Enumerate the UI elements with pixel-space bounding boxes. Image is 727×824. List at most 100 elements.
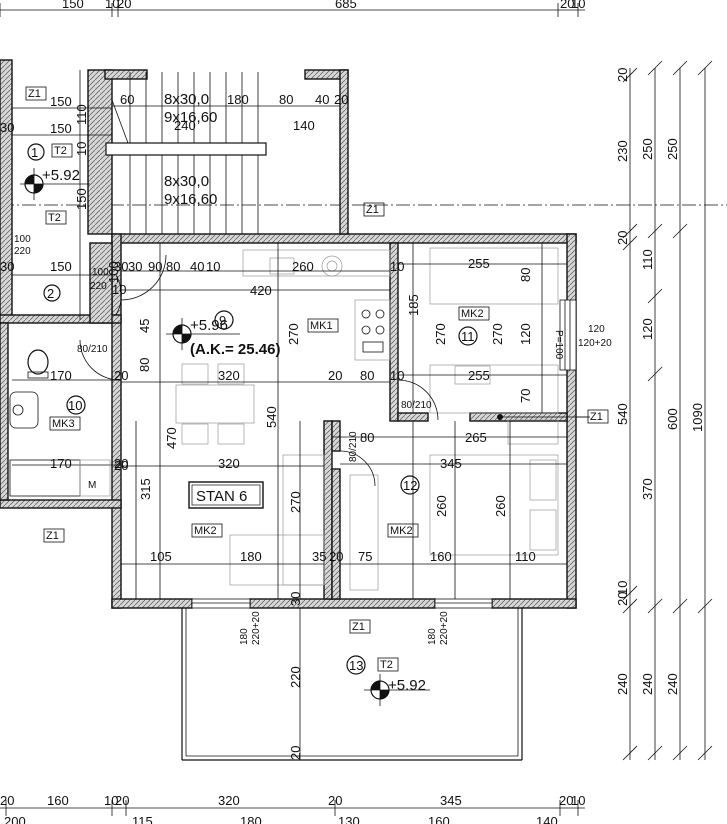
right-dimension-lines: 20 230 20 110 120 540 370 20 10 240 250 … bbox=[615, 60, 713, 761]
left-dim-20f: 20 bbox=[114, 456, 128, 471]
left-dim-30d: 30 bbox=[0, 259, 14, 274]
dim-75: 75 bbox=[358, 549, 372, 564]
dim-270c: 270 bbox=[286, 323, 301, 345]
left-dim-150d: 150 bbox=[50, 259, 72, 274]
dim-10c: 10 bbox=[390, 368, 404, 383]
stair-dim-40: 40 bbox=[315, 92, 329, 107]
dim-35: 35 bbox=[312, 549, 326, 564]
level-terrace: +5.92 bbox=[388, 677, 426, 694]
tag-t2-c: T2 bbox=[380, 659, 393, 671]
right-dim-540: 540 bbox=[615, 403, 630, 425]
stair-lower-a: 8x30,0 bbox=[164, 173, 209, 190]
dim-160: 160 bbox=[430, 549, 452, 564]
material-tags: Z1 T2 T2 Z1 MK1 MK2 Z1 MK3 MK2 MK2 Z1 Z1… bbox=[25, 86, 609, 672]
window-220b: 220+20 bbox=[439, 611, 450, 645]
room-number-2: 2 bbox=[47, 286, 54, 301]
dim-70: 70 bbox=[518, 389, 533, 403]
left-dim-150c: 150 bbox=[74, 188, 89, 210]
bot-dim2-140: 140 bbox=[536, 814, 558, 824]
door-80-210-b: 80/210 bbox=[401, 400, 432, 411]
dim-30b: 30 bbox=[288, 592, 303, 606]
right-dim-110: 110 bbox=[640, 249, 655, 270]
walls bbox=[0, 59, 577, 609]
right-dim-230: 230 bbox=[615, 140, 630, 162]
top-dim-10b: 10 bbox=[571, 0, 585, 11]
dim-20a: 20 bbox=[328, 368, 342, 383]
dim-345: 345 bbox=[440, 456, 462, 471]
bot-dim2-180: 180 bbox=[240, 814, 262, 824]
right-dim-250b: 250 bbox=[665, 138, 680, 160]
left-dim-20e: 20 bbox=[114, 368, 128, 383]
right-dim-20a: 20 bbox=[615, 68, 630, 82]
tag-mk1: MK1 bbox=[310, 320, 333, 332]
level-marker-icon bbox=[364, 674, 430, 706]
dim-315: 315 bbox=[138, 478, 153, 500]
bot-dim-10b: 10 bbox=[571, 793, 585, 808]
tag-z1-c: Z1 bbox=[590, 411, 603, 423]
bot-dim-10: 10 bbox=[104, 793, 118, 808]
dim-260: 260 bbox=[292, 259, 314, 274]
window-180a: 180 bbox=[239, 628, 250, 645]
top-dim-150: 150 bbox=[62, 0, 84, 11]
level-marker-icon bbox=[166, 318, 240, 350]
door-80-210-c: 80/210 bbox=[348, 431, 359, 462]
bot-dim-345: 345 bbox=[440, 793, 462, 808]
left-dim-110: 110 bbox=[74, 104, 89, 125]
front-windows: 180 220+20 180 220+20 120 120+20 P=100 bbox=[191, 324, 612, 645]
dim-80c: 80 bbox=[360, 368, 374, 383]
right-dim-120: 120 bbox=[640, 318, 655, 340]
room-number-13: 13 bbox=[349, 658, 363, 673]
dim-20c: 20 bbox=[329, 549, 343, 564]
tag-mk2-b: MK2 bbox=[194, 525, 217, 537]
right-dim-10: 10 bbox=[615, 581, 630, 595]
dim-255b: 255 bbox=[468, 368, 490, 383]
dim-320a: 320 bbox=[218, 368, 240, 383]
room-number-9: 9 bbox=[219, 313, 226, 328]
dim-105: 105 bbox=[150, 549, 172, 564]
dim-270a: 270 bbox=[433, 323, 448, 345]
bot-dim-20c: 20 bbox=[328, 793, 342, 808]
right-dim-250a: 250 bbox=[640, 138, 655, 160]
left-dim-150a: 150 bbox=[50, 94, 72, 109]
dim-255a: 255 bbox=[468, 256, 490, 271]
bot-dim2-200: 200 bbox=[4, 814, 26, 824]
tag-z1-b: Z1 bbox=[366, 204, 379, 216]
stair-lower-b: 9x16,60 bbox=[164, 191, 217, 208]
dim-220: 220 bbox=[288, 666, 303, 688]
tag-mk3: MK3 bbox=[52, 418, 75, 430]
dim-540: 540 bbox=[264, 406, 279, 428]
right-dim-240c: 240 bbox=[665, 673, 680, 695]
dim-20d: 20 bbox=[288, 746, 303, 760]
parapet-label: P=100 bbox=[553, 330, 564, 360]
toilet-icon bbox=[27, 349, 49, 375]
level-living: +5.96 bbox=[190, 317, 228, 334]
top-dim-20a: 20 bbox=[117, 0, 131, 11]
dim-45: 45 bbox=[137, 319, 152, 333]
stair-dim-20: 20 bbox=[334, 92, 348, 107]
tag-z1-d: Z1 bbox=[46, 530, 59, 542]
stair-upper-a: 8x30,0 bbox=[164, 91, 209, 108]
dim-120a: 120 bbox=[518, 323, 533, 345]
left-dim-30c: 30 bbox=[0, 120, 14, 135]
dim-180: 180 bbox=[240, 549, 262, 564]
left-dim-170b: 170 bbox=[50, 456, 72, 471]
window-120: 120 bbox=[588, 324, 605, 335]
tag-z1-e: Z1 bbox=[352, 621, 365, 633]
svg-text:M: M bbox=[88, 480, 96, 491]
tag-mk2-a: MK2 bbox=[461, 308, 484, 320]
tag-z1-a: Z1 bbox=[28, 88, 41, 100]
dim-270b: 270 bbox=[490, 323, 505, 345]
dim-470: 470 bbox=[164, 427, 179, 449]
bottom-dimension-line: 20 160 10 20 320 20 345 20 10 200 115 18… bbox=[0, 793, 585, 824]
room-number-12: 12 bbox=[403, 478, 417, 493]
dim-40: 40 bbox=[190, 259, 204, 274]
room-number-1: 1 bbox=[31, 145, 38, 160]
right-dim-370: 370 bbox=[640, 478, 655, 500]
stair-dim-140: 140 bbox=[293, 118, 315, 133]
window-220a: 220+20 bbox=[251, 611, 262, 645]
top-dim-685: 685 bbox=[335, 0, 357, 11]
room-number-10: 10 bbox=[68, 398, 82, 413]
dim-110: 110 bbox=[515, 549, 536, 564]
stair-dim-60: 60 bbox=[120, 92, 134, 107]
